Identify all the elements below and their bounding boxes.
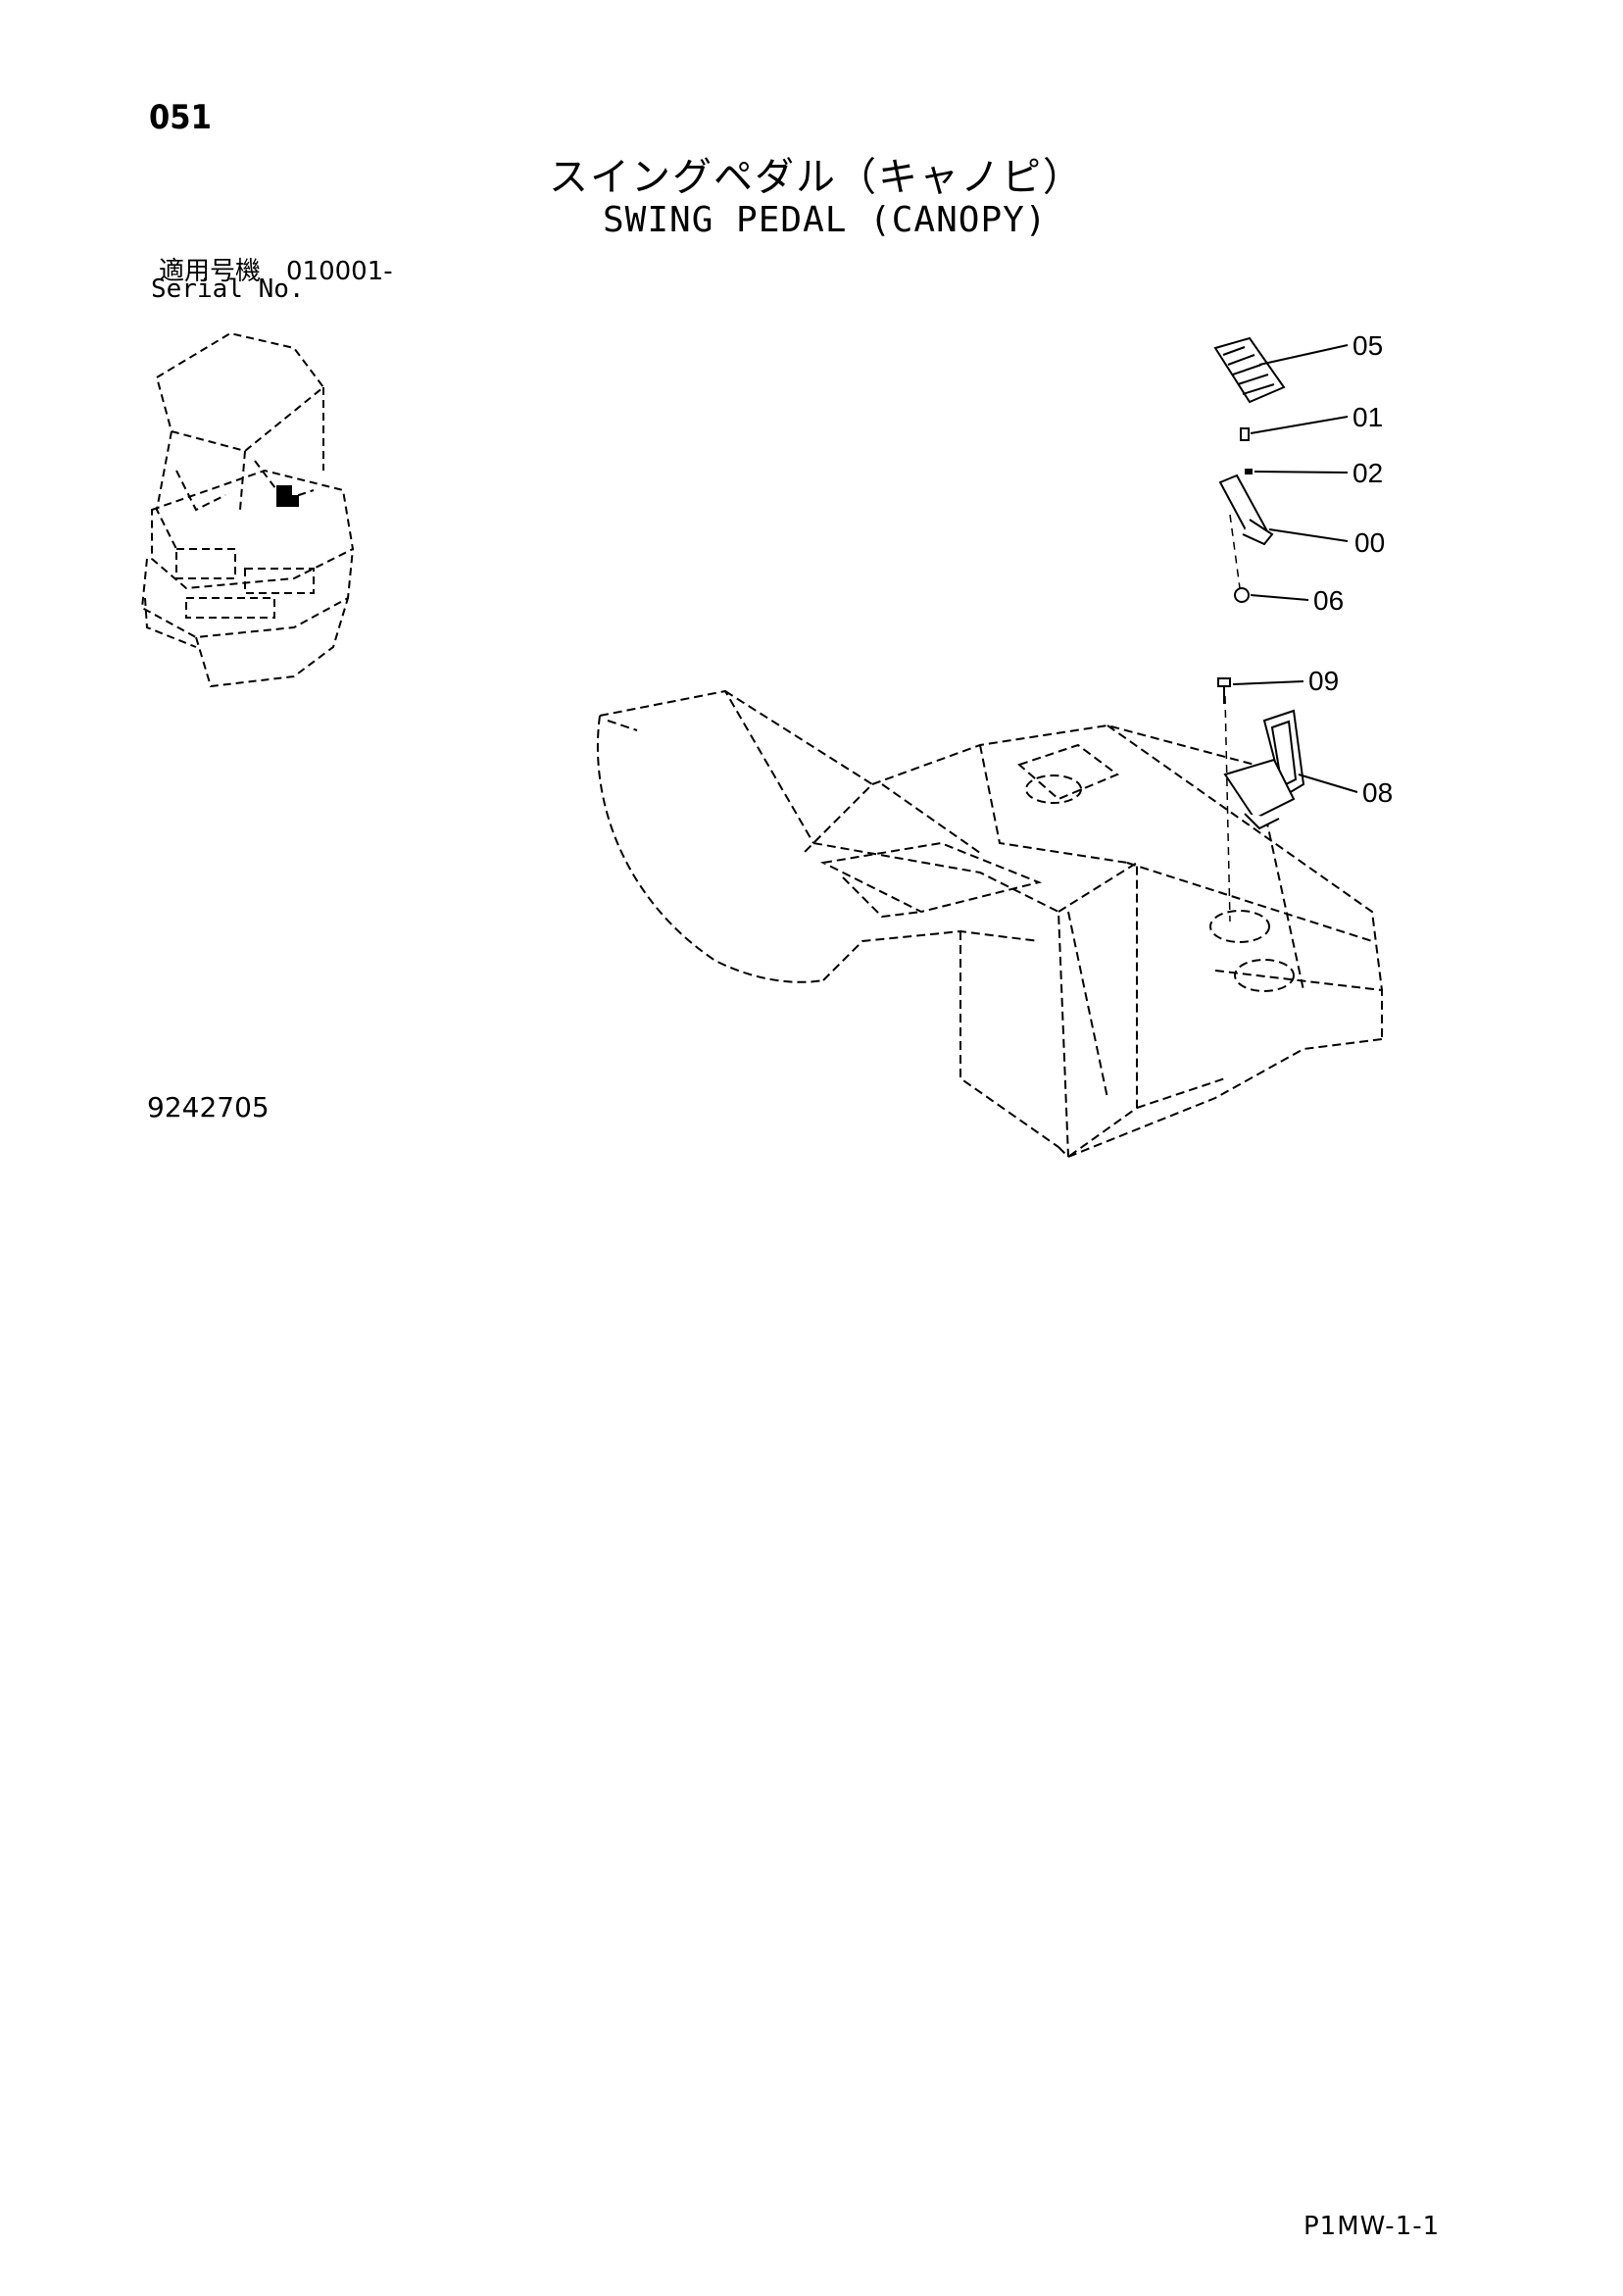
pedal-rubber bbox=[1213, 336, 1286, 404]
machine-thumbnail bbox=[140, 331, 355, 688]
pedal-bracket bbox=[1218, 474, 1274, 546]
pin-01 bbox=[1240, 427, 1250, 441]
serial-label-english: Serial No. bbox=[151, 275, 305, 304]
thumbnail-pedal-marker bbox=[276, 485, 299, 507]
callout-05: 05 bbox=[1352, 330, 1383, 361]
sheet-code: P1MW-1-1 bbox=[1303, 2212, 1441, 2241]
frame-assembly bbox=[596, 689, 1383, 1158]
assembly-axis-line bbox=[1224, 514, 1241, 923]
bolt-09 bbox=[1217, 677, 1231, 704]
callout-01: 01 bbox=[1352, 402, 1383, 432]
swing-pedal bbox=[1223, 709, 1305, 830]
page-number: 051 bbox=[149, 98, 212, 137]
callout-06: 06 bbox=[1313, 585, 1344, 616]
callout-leaders bbox=[1232, 344, 1358, 793]
callout-09: 09 bbox=[1308, 666, 1339, 696]
callout-00: 00 bbox=[1354, 527, 1385, 558]
screw-02 bbox=[1245, 469, 1253, 474]
title-japanese: スイングペダル（キャノピ） bbox=[549, 155, 1084, 200]
title-english: SWING PEDAL (CANOPY) bbox=[603, 200, 1048, 240]
serial-label-japanese: 適用号機 010001- bbox=[159, 257, 393, 286]
callout-08: 08 bbox=[1362, 777, 1393, 808]
drawing-number: 9242705 bbox=[147, 1091, 270, 1123]
nut-06 bbox=[1234, 587, 1250, 603]
callout-02: 02 bbox=[1352, 458, 1383, 488]
